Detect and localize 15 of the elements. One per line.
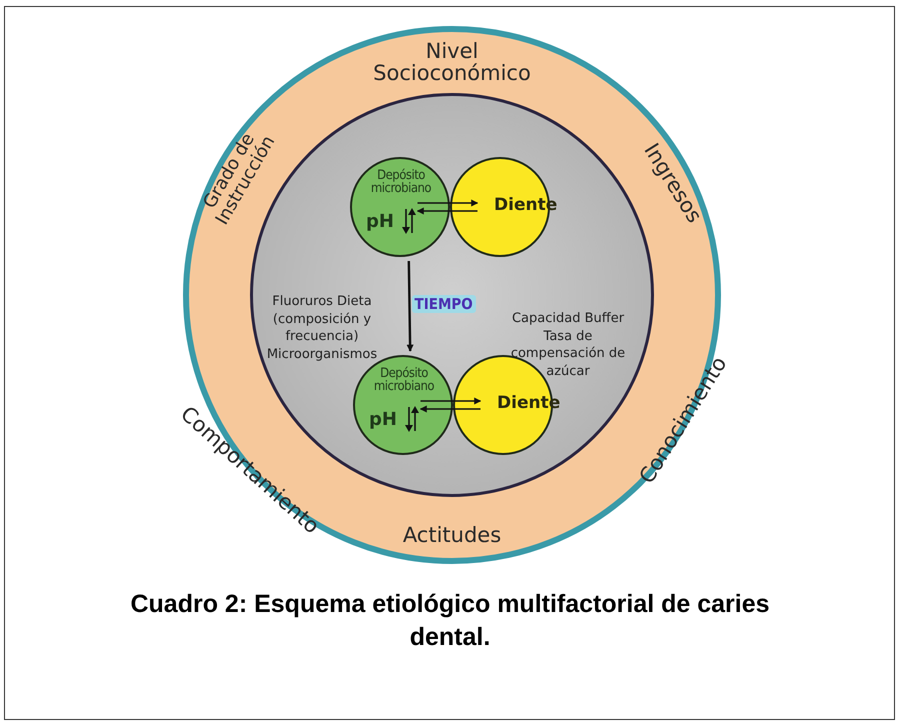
factor-list: Capacidad Buffer Tasa de compensación de azúcar xyxy=(498,310,638,380)
arrow xyxy=(406,260,414,352)
ph-label: pH xyxy=(366,211,394,232)
circle-title: Depósito microbiano xyxy=(370,169,432,195)
circle-title: Depósito microbiano xyxy=(372,367,436,393)
arrow xyxy=(420,398,482,404)
caption: Cuadro 2: Esquema etiológico multifactorial de caries dental. xyxy=(129,589,771,652)
arrow xyxy=(418,200,478,206)
edge-label: TIEMPO xyxy=(412,295,476,313)
ring-label: Nivel Socioconómico xyxy=(372,40,532,84)
arrow xyxy=(416,208,478,214)
arrow xyxy=(420,406,480,412)
ring-label: Actitudes xyxy=(402,524,502,546)
factor-list: Fluoruros Dieta (composición y frecuencia) Microorganismos xyxy=(247,292,397,364)
ph-label: pH xyxy=(369,409,397,430)
